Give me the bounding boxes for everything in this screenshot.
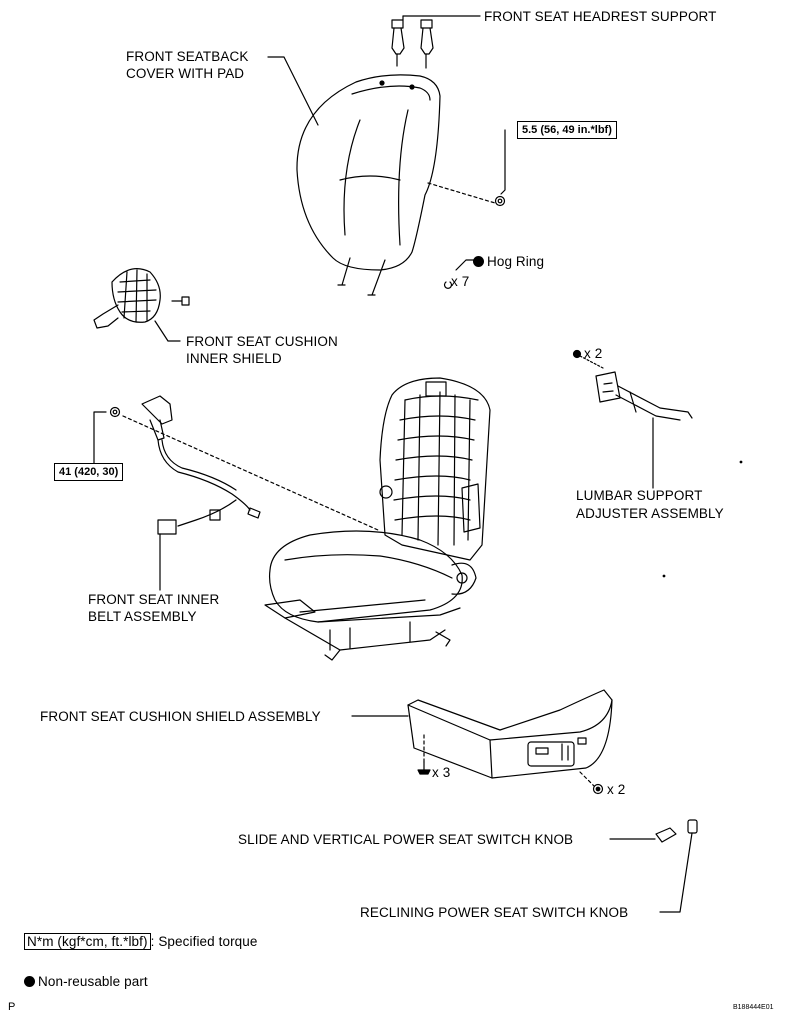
non-reusable-dot-icon	[473, 256, 484, 267]
label-inner-shield-line2: INNER SHIELD	[186, 351, 282, 366]
hog-ring-icon	[443, 281, 453, 289]
headrest-support-left	[391, 19, 405, 67]
lumbar-bolt	[572, 349, 582, 359]
label-seatback-line1: FRONT SEATBACK	[126, 49, 249, 64]
label-shield-screw-qty: x 3	[432, 765, 451, 780]
cushion-shield	[407, 689, 613, 779]
seatback-cover	[296, 74, 441, 296]
label-lumbar-line1: LUMBAR SUPPORT	[576, 488, 703, 503]
label-inner-shield-line1: FRONT SEAT CUSHION	[186, 334, 338, 349]
nut-seatback	[494, 195, 506, 207]
label-inner-belt-line2: BELT ASSEMBLY	[88, 609, 197, 624]
label-slide-knob: SLIDE AND VERTICAL POWER SEAT SWITCH KNO…	[238, 832, 574, 847]
leader-seatback	[267, 56, 319, 126]
label-lumbar-line2: ADJUSTER ASSEMBLY	[576, 506, 724, 521]
dashed-lumbar-line	[579, 355, 604, 369]
slide-knob-part	[655, 827, 677, 843]
legend-nonreusable-text: Non-reusable part	[38, 974, 148, 989]
figure-id: B188444E01	[733, 1004, 774, 1011]
label-lumbar-qty: x 2	[584, 346, 603, 361]
torque-value-seatback: 5.5 (56, 49 in.*lbf)	[522, 124, 612, 136]
torque-value-belt: 41 (420, 30)	[59, 466, 119, 478]
screw-inner-shield	[171, 296, 190, 306]
leader-torque-belt	[93, 411, 107, 469]
dashed-bolt-line	[579, 771, 595, 787]
seat-rails	[264, 599, 461, 661]
torque-box-belt: 41 (420, 30)	[54, 463, 124, 481]
dashed-nut-line	[427, 182, 496, 204]
leader-hog-ring	[455, 259, 477, 271]
label-hog-ring: Hog Ring	[473, 253, 544, 270]
reclining-knob-part	[687, 819, 698, 834]
label-cushion-shield: FRONT SEAT CUSHION SHIELD ASSEMBLY	[40, 709, 321, 724]
label-seatback-line2: COVER WITH PAD	[126, 66, 245, 81]
leader-torque-seatback	[500, 129, 506, 195]
torque-box-seatback: 5.5 (56, 49 in.*lbf)	[517, 121, 617, 139]
cushion-inner-shield	[93, 268, 161, 329]
dashed-belt-line	[122, 415, 379, 531]
lumbar-adjuster	[595, 371, 693, 421]
seat-frame	[379, 377, 491, 561]
leader-reclining-knob	[659, 832, 693, 913]
label-headrest-support: FRONT SEAT HEADREST SUPPORT	[484, 9, 717, 24]
hog-ring-text: Hog Ring	[487, 254, 545, 269]
label-hog-ring-qty: x 7	[451, 274, 470, 289]
headrest-support-right	[420, 19, 434, 69]
legend-dot-icon	[24, 976, 35, 987]
screw-cushion-shield	[417, 761, 431, 775]
inner-belt	[141, 395, 261, 535]
page-marker: P	[8, 1001, 16, 1013]
bolt-cushion-shield	[592, 783, 604, 795]
legend-torque-text: : Specified torque	[150, 934, 258, 949]
label-reclining-knob: RECLINING POWER SEAT SWITCH KNOB	[360, 905, 629, 920]
nut-belt	[109, 406, 121, 418]
legend-torque-symbol: N*m (kgf*cm, ft.*lbf)	[24, 933, 151, 950]
label-shield-bolt-qty: x 2	[607, 782, 626, 797]
leader-inner-shield	[154, 320, 181, 342]
legend-nonreusable: Non-reusable part	[24, 973, 148, 990]
legend-torque: N*m (kgf*cm, ft.*lbf): Specified torque	[24, 933, 258, 950]
seat-cushion	[268, 530, 477, 623]
label-inner-belt-line1: FRONT SEAT INNER	[88, 592, 220, 607]
